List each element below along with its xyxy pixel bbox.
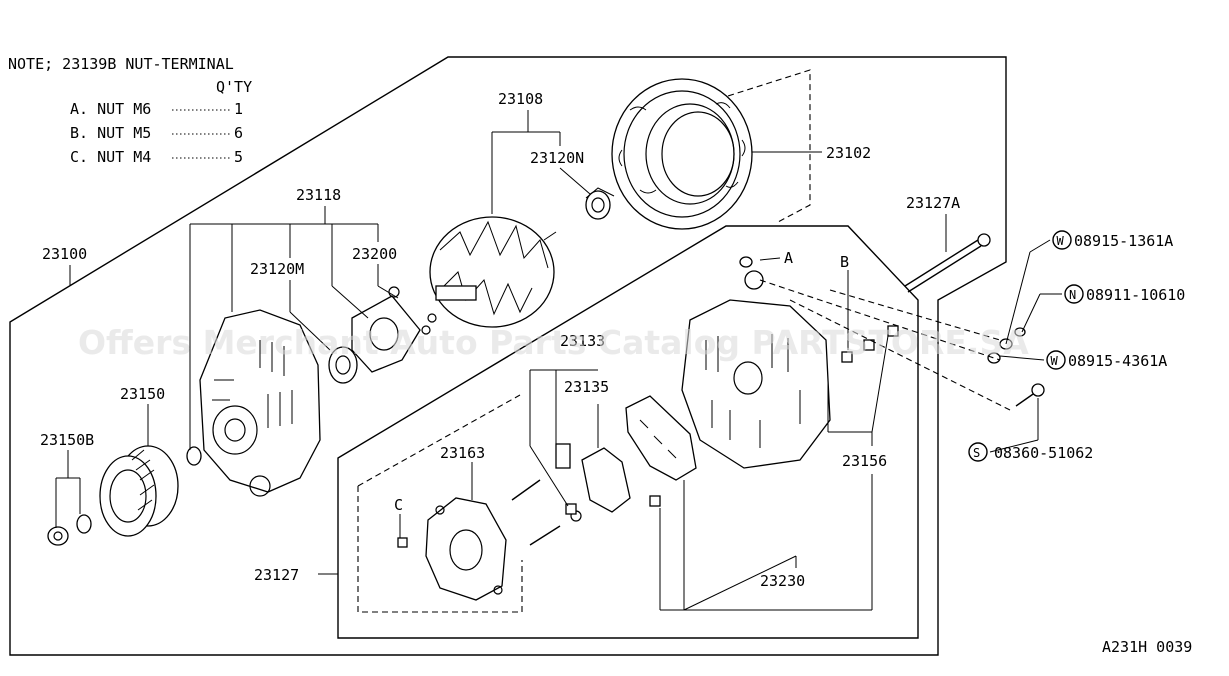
- watermark: Offers Merchant Auto Parts Catalog PARTS…: [78, 323, 1029, 362]
- stator-part: [611, 78, 753, 230]
- bearing-23120m: [328, 346, 358, 384]
- label-23120n: 23120N: [530, 149, 584, 167]
- note-title: NOTE; 23139B NUT-TERMINAL: [8, 55, 234, 73]
- subassembly-frame: [337, 225, 919, 639]
- fastener-code: 08360-51062: [994, 444, 1093, 462]
- label-23156: 23156: [842, 452, 887, 470]
- dashed-frame-23163: [357, 394, 523, 613]
- nut-b: [887, 325, 899, 337]
- nut-c: [397, 537, 408, 548]
- label-23150b: 23150B: [40, 431, 94, 449]
- note-item-b: B. NUT M5: [70, 124, 151, 142]
- label-23102: 23102: [826, 144, 871, 162]
- fastener-callout-s: S 08360-51062: [968, 442, 1093, 462]
- label-23120m: 23120M: [250, 260, 304, 278]
- label-23118: 23118: [296, 186, 341, 204]
- note-item-a: A. NUT M6: [70, 100, 151, 118]
- fastener-code: 08915-4361A: [1068, 352, 1167, 370]
- nut-b: [863, 339, 875, 351]
- fastener-symbol: W: [1057, 234, 1065, 248]
- label-23200: 23200: [352, 245, 397, 263]
- fastener-callout-w1: W 08915-1361A: [1052, 230, 1173, 250]
- label-23108: 23108: [498, 90, 543, 108]
- brush-holder: [555, 443, 631, 522]
- washer: [186, 446, 202, 466]
- label-23133: 23133: [560, 332, 605, 350]
- qty-header: Q'TY: [216, 78, 252, 96]
- diagram-code: A231H 0039: [1102, 638, 1192, 656]
- label-23127a: 23127A: [906, 194, 960, 212]
- fastener-callout-n: N 08911-10610: [1064, 284, 1185, 304]
- note-item-c: C. NUT M4: [70, 148, 151, 166]
- insulator-plate: [425, 497, 507, 601]
- fastener-symbol: N: [1069, 288, 1076, 302]
- leader-lines: [55, 110, 1062, 611]
- dashed-frame-23102: [689, 69, 811, 223]
- pulley-nut: [47, 514, 92, 546]
- diode-bolt: [511, 479, 561, 546]
- through-bolt-23127a: [904, 233, 991, 293]
- fastener-code: 08911-10610: [1086, 286, 1185, 304]
- bearing-23120n: [585, 187, 615, 220]
- label-23127: 23127: [254, 566, 299, 584]
- pulley-part: [99, 445, 179, 537]
- note-qty-b: 6: [234, 124, 243, 142]
- label-nut-c: C: [394, 496, 403, 514]
- note-qty-a: 1: [234, 100, 243, 118]
- nut-b: [841, 351, 853, 363]
- front-housing: [199, 309, 321, 497]
- washer: [987, 352, 1001, 364]
- rectifier-part: [625, 395, 697, 481]
- label-23135: 23135: [564, 378, 609, 396]
- label-nut-a: A: [784, 249, 793, 267]
- label-nut-b: B: [840, 253, 849, 271]
- nut-small: [565, 503, 577, 515]
- note-qty-c: 5: [234, 148, 243, 166]
- label-23150: 23150: [120, 385, 165, 403]
- fastener-callout-w2: W 08915-4361A: [1046, 350, 1167, 370]
- label-23100: 23100: [42, 245, 87, 263]
- fastener-symbol: W: [1051, 354, 1059, 368]
- fastener-symbol: S: [973, 446, 980, 460]
- rear-housing: [681, 256, 831, 469]
- screw-small: [649, 495, 661, 507]
- terminal-screw: [1015, 383, 1045, 407]
- retainer-plate: [351, 286, 437, 373]
- label-23163: 23163: [440, 444, 485, 462]
- fastener-code: 08915-1361A: [1074, 232, 1173, 250]
- label-23230: 23230: [760, 572, 805, 590]
- assembly-frame: [9, 56, 1007, 656]
- rotor-part: [429, 216, 557, 328]
